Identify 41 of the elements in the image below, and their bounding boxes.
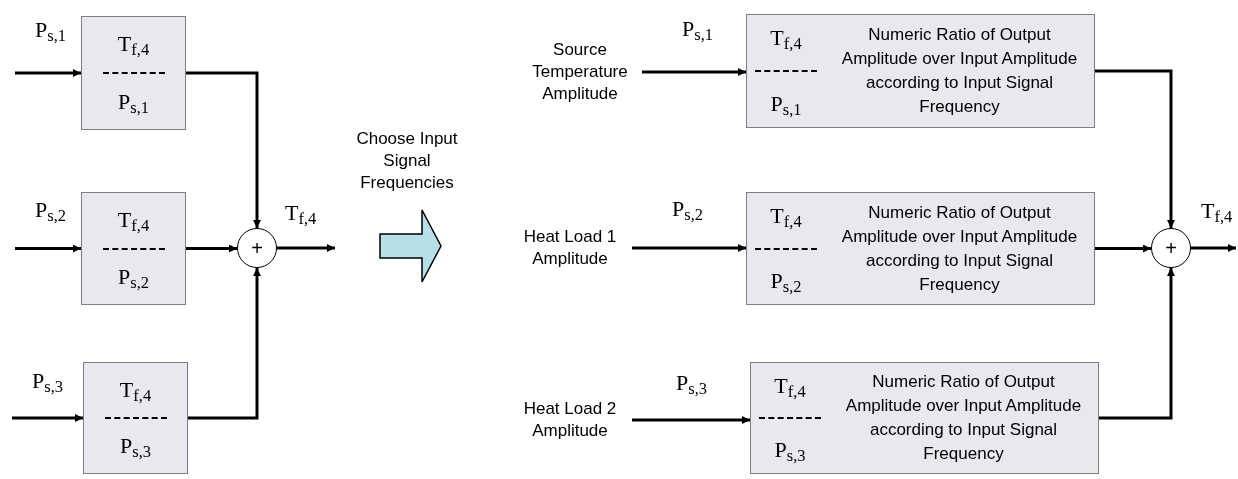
denominator: P$_{s,3}$ bbox=[774, 439, 806, 461]
description-text: Numeric Ratio of Output Amplitude over Input Amplitude according to Input Signal Frequency bbox=[840, 201, 1079, 296]
arrow bbox=[632, 244, 746, 252]
denominator: P$_{s,1}$ bbox=[117, 91, 149, 113]
arrow bbox=[1095, 69, 1175, 228]
arrow bbox=[1191, 244, 1236, 252]
transfer-function-box bbox=[750, 362, 1099, 474]
numerator: T$_{f,4}$ bbox=[117, 33, 150, 55]
transfer-function-box bbox=[746, 14, 1095, 128]
summing-junction: + bbox=[237, 228, 277, 268]
description-text: Numeric Ratio of Output Amplitude over Input Amplitude according to Input Signal Frequency bbox=[844, 371, 1083, 465]
arrow bbox=[1095, 244, 1151, 253]
transfer-function-box bbox=[83, 362, 188, 474]
input-label: Heat Load 1 Amplitude bbox=[508, 226, 632, 270]
caption-text: Choose Input Signal Frequencies bbox=[355, 128, 459, 194]
arrow bbox=[186, 71, 261, 228]
arrow bbox=[632, 416, 750, 424]
denominator: P$_{s,2}$ bbox=[117, 266, 149, 288]
transfer-function-box bbox=[81, 192, 186, 305]
denominator: P$_{s,1}$ bbox=[770, 93, 802, 115]
arrow bbox=[186, 244, 237, 253]
description-text: Numeric Ratio of Output Amplitude over Input Amplitude according to Input Signal Frequency bbox=[840, 24, 1079, 118]
input-label: Heat Load 2 Amplitude bbox=[508, 398, 632, 442]
arrow bbox=[15, 69, 81, 77]
arrow bbox=[642, 68, 746, 76]
input-label: Source Temperature Amplitude bbox=[518, 40, 642, 104]
numerator: T$_{f,4}$ bbox=[770, 27, 802, 49]
arrow bbox=[12, 414, 83, 422]
arrow bbox=[1099, 268, 1175, 420]
numerator: T$_{f,4}$ bbox=[774, 375, 806, 397]
denominator: P$_{s,3}$ bbox=[119, 435, 151, 457]
transfer-function-box bbox=[746, 192, 1095, 305]
arrow bbox=[15, 244, 81, 253]
denominator: P$_{s,2}$ bbox=[770, 270, 802, 292]
numerator: T$_{f,4}$ bbox=[117, 209, 150, 231]
summing-junction: + bbox=[1151, 228, 1191, 268]
transfer-function-box bbox=[81, 16, 186, 130]
arrow bbox=[277, 244, 335, 252]
numerator: T$_{f,4}$ bbox=[770, 205, 802, 227]
numerator: T$_{f,4}$ bbox=[119, 379, 152, 401]
arrow bbox=[188, 268, 261, 420]
